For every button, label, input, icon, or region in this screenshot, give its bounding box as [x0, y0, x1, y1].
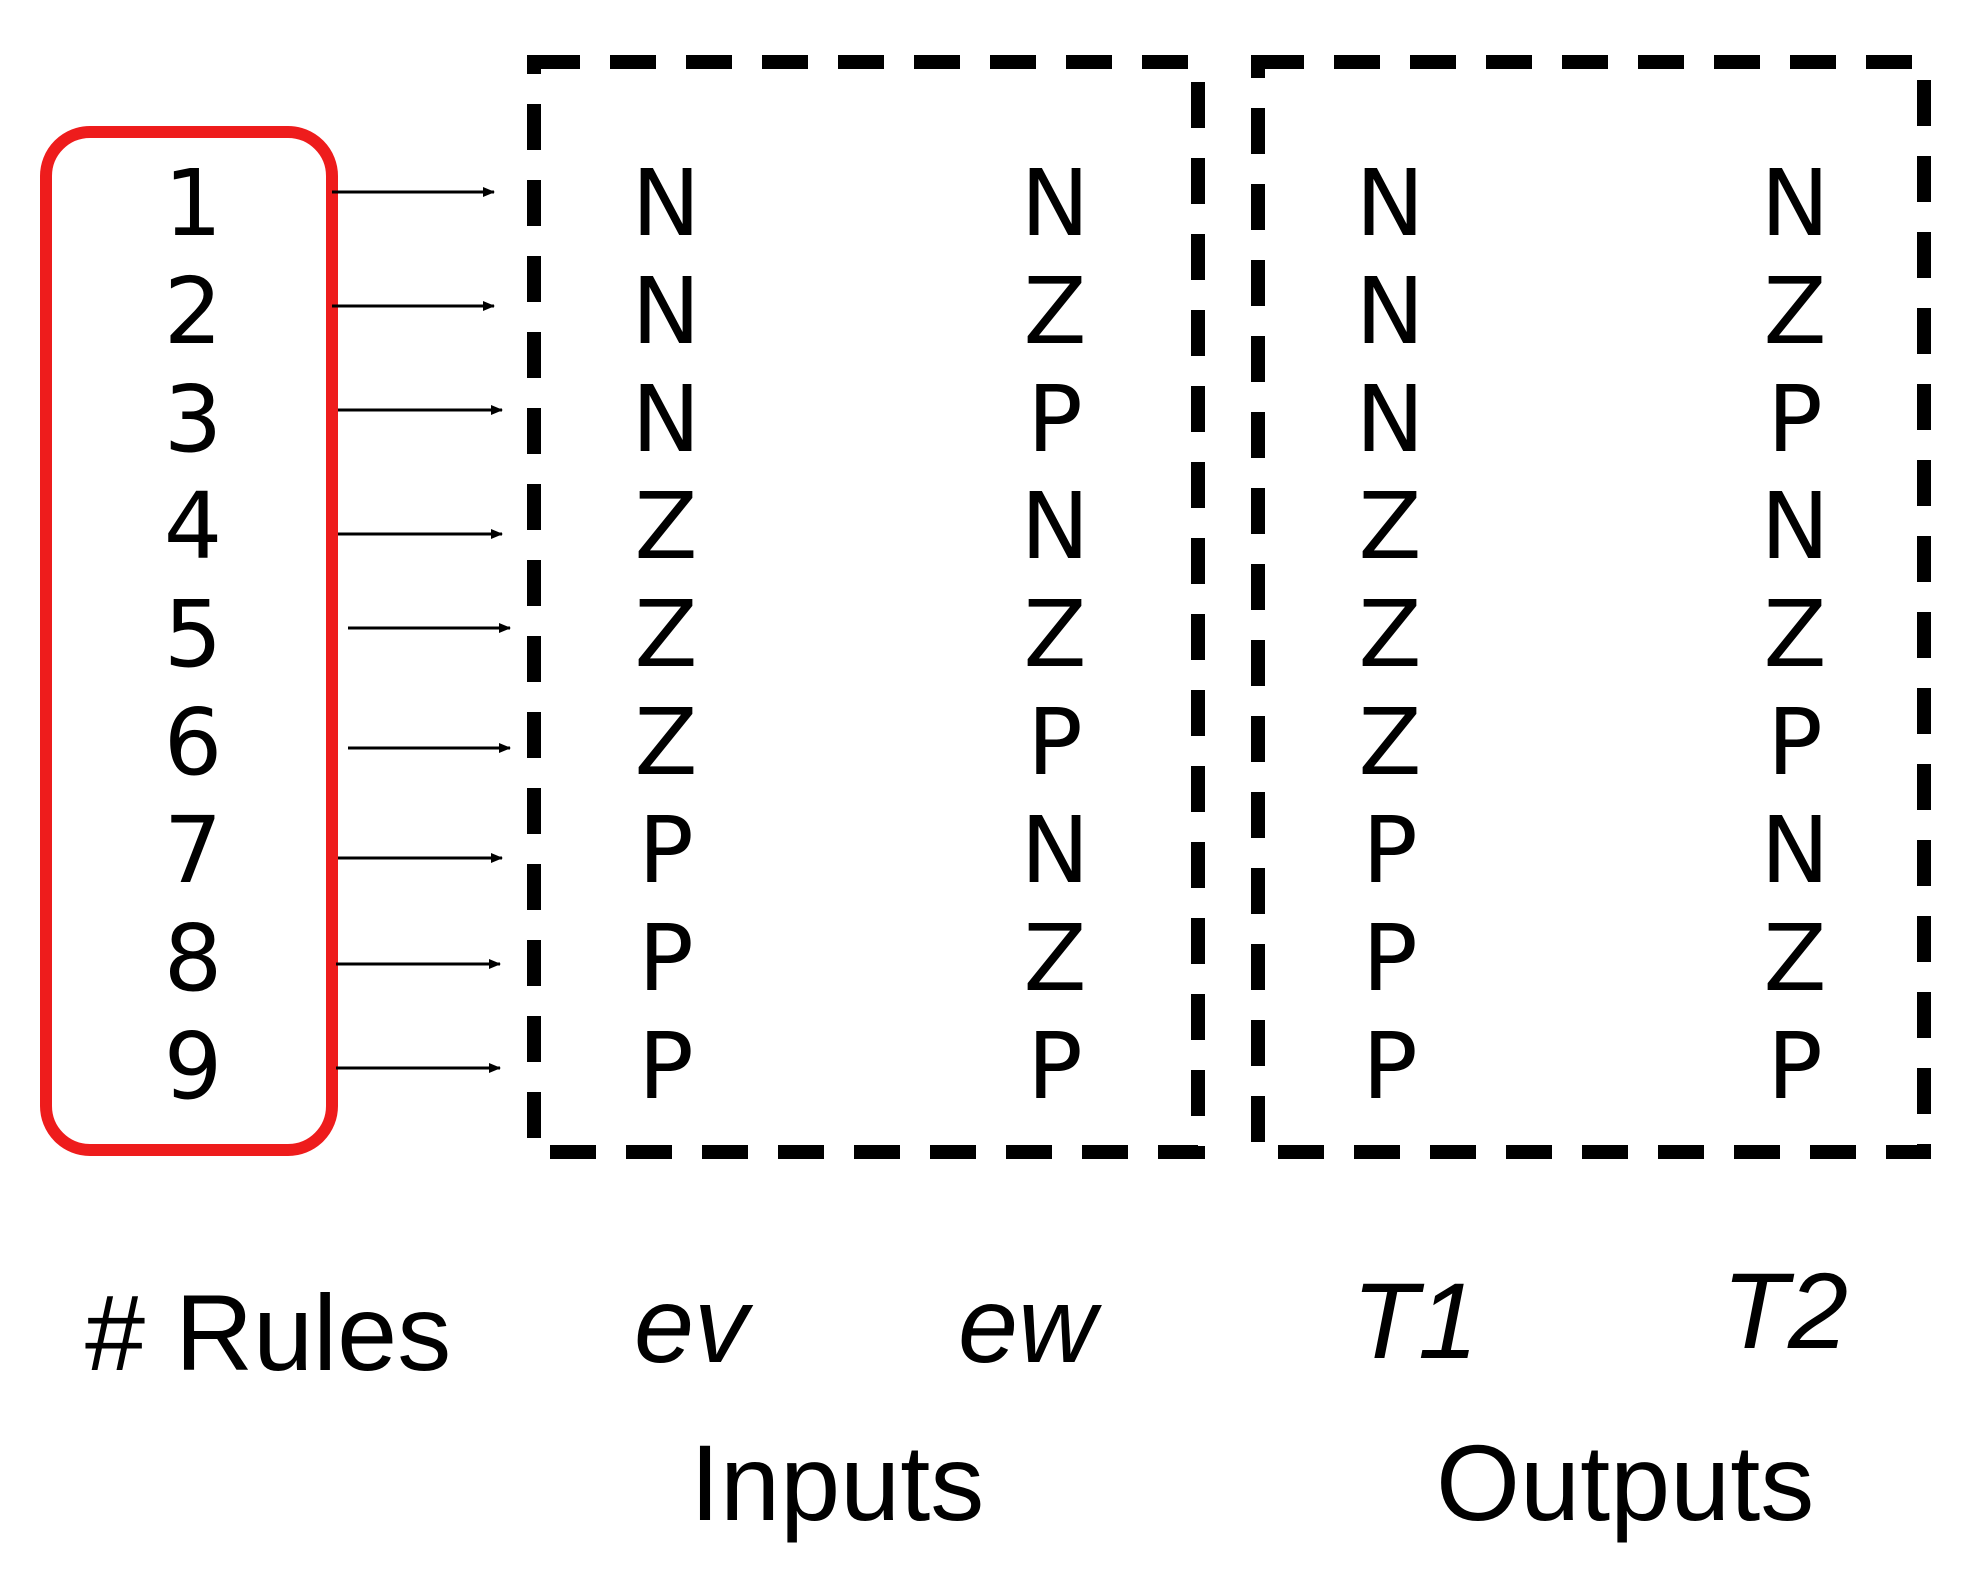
rules-label: # Rules — [85, 1272, 451, 1393]
cell-t2: P — [1767, 1013, 1822, 1120]
cell-ev: P — [638, 905, 693, 1012]
cell-t1: P — [1362, 1013, 1417, 1120]
rule-number: 5 — [164, 581, 223, 688]
cell-t1: Z — [1358, 689, 1421, 796]
rule-number: 8 — [164, 905, 223, 1012]
rule-arrows — [332, 187, 511, 1073]
rule-number: 6 — [164, 689, 223, 796]
cell-t2: P — [1767, 366, 1822, 473]
cell-t2: Z — [1763, 581, 1826, 688]
cell-ew: Z — [1023, 258, 1086, 365]
cell-ew: P — [1027, 1013, 1082, 1120]
cell-ev: Z — [634, 581, 697, 688]
cell-ew: N — [1021, 150, 1090, 257]
inputs-label: Inputs — [690, 1422, 984, 1543]
cell-t2: N — [1761, 797, 1830, 904]
cell-t2: N — [1761, 150, 1830, 257]
cell-ev: N — [632, 150, 701, 257]
t1-label: T1 — [1352, 1260, 1478, 1381]
cell-t2: Z — [1763, 258, 1826, 365]
rule-number: 3 — [164, 366, 223, 473]
outputs-box — [1251, 55, 1931, 1159]
cell-t1: N — [1356, 258, 1425, 365]
cell-t1: P — [1362, 797, 1417, 904]
t2-label: T2 — [1722, 1250, 1848, 1371]
cell-ev: N — [632, 258, 701, 365]
rule-number: 4 — [164, 473, 223, 580]
ev-label: ev — [634, 1264, 754, 1385]
rule-number: 1 — [164, 150, 223, 257]
cell-ev: P — [638, 797, 693, 904]
cell-t2: P — [1767, 689, 1822, 796]
outputs-label: Outputs — [1436, 1422, 1814, 1543]
cell-ew: P — [1027, 366, 1082, 473]
inputs-box — [527, 55, 1205, 1159]
cell-t1: Z — [1358, 581, 1421, 688]
rule-number: 7 — [164, 797, 223, 904]
ew-label: ew — [958, 1264, 1102, 1385]
rule-number: 9 — [164, 1013, 223, 1120]
cell-ew: N — [1021, 473, 1090, 580]
cell-ev: Z — [634, 473, 697, 580]
rule-number: 2 — [164, 258, 223, 365]
cell-ew: N — [1021, 797, 1090, 904]
cell-t1: N — [1356, 150, 1425, 257]
cell-t1: Z — [1358, 473, 1421, 580]
cell-ev: Z — [634, 689, 697, 796]
cell-t2: Z — [1763, 905, 1826, 1012]
cell-ew: P — [1027, 689, 1082, 796]
cell-t1: N — [1356, 366, 1425, 473]
rules-box — [40, 126, 338, 1156]
cell-ew: Z — [1023, 581, 1086, 688]
cell-ew: Z — [1023, 905, 1086, 1012]
cell-t1: P — [1362, 905, 1417, 1012]
cell-ev: N — [632, 366, 701, 473]
cell-t2: N — [1761, 473, 1830, 580]
cell-ev: P — [638, 1013, 693, 1120]
